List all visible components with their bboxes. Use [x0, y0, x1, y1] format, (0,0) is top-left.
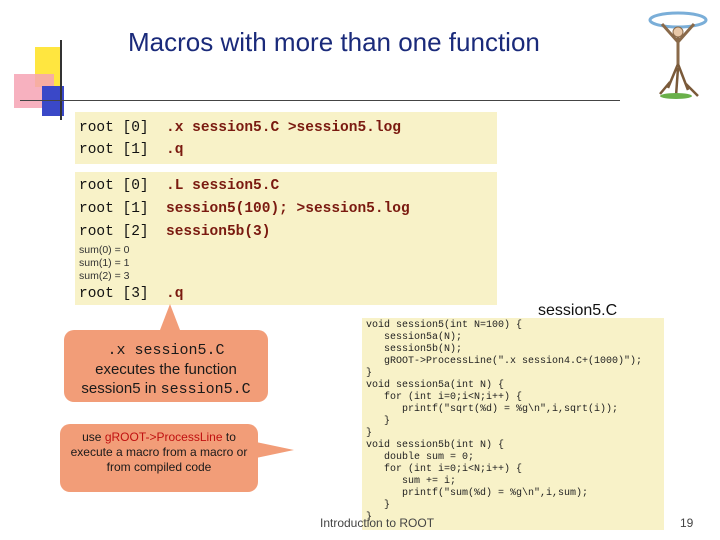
prompt: root [1]	[79, 142, 149, 158]
command: session5b(3)	[166, 224, 271, 240]
command: session5(100); >session5.log	[166, 201, 410, 217]
code-line: for (int i=0;i<N;i++) {	[366, 392, 523, 403]
code-line: gROOT->ProcessLine(".x session4.C+(1000)…	[366, 356, 643, 367]
prompt: root [1]	[79, 201, 149, 217]
callout-execute: .x session5.C executes the function sess…	[64, 304, 268, 402]
callout-text: executes the function	[95, 361, 237, 378]
output-line: sum(2) = 3	[79, 270, 130, 282]
code-listing: void session5(int N=100) { session5a(N);…	[362, 318, 664, 530]
command: .L session5.C	[166, 178, 280, 194]
code-line: void session5a(int N) {	[366, 380, 505, 391]
code-line: void session5(int N=100) {	[366, 320, 523, 331]
prompt: root [2]	[79, 224, 149, 240]
page-number: 19	[680, 516, 694, 530]
codefile-label: session5.C	[538, 302, 618, 319]
decor-horizontal-line	[20, 100, 620, 101]
slide-title: Macros with more than one function	[128, 27, 540, 57]
code-line: for (int i=0;i<N;i++) {	[366, 464, 523, 475]
command-box-2: root [0] .L session5.C root [1] session5…	[75, 172, 497, 305]
root-logo-icon	[648, 11, 708, 99]
prompt: root [0]	[79, 120, 149, 136]
command-line: root [3] .q	[79, 286, 183, 302]
callout-code: session5.C	[160, 381, 251, 398]
callout-text: to execute a macro from a macro or from …	[70, 430, 248, 474]
code-line: printf("sqrt(%d) = %g\n",i,sqrt(i));	[366, 404, 619, 415]
callout-code: gROOT->ProcessLine	[104, 430, 223, 444]
output-line: sum(1) = 1	[79, 257, 130, 269]
command: .x session5.C >session5.log	[166, 120, 401, 136]
code-line: }	[366, 416, 391, 427]
command: .q	[166, 142, 184, 158]
code-line: session5b(N);	[366, 344, 463, 355]
code-line: printf("sum(%d) = %g\n",i,sum);	[366, 488, 589, 499]
code-line: }	[366, 512, 373, 523]
code-line: void session5b(int N) {	[366, 440, 505, 451]
footer-text: Introduction to ROOT	[320, 516, 435, 530]
command-line: root [1] session5(100); >session5.log	[79, 201, 410, 217]
decor-vertical-line	[60, 40, 62, 120]
command-line: root [0] .L session5.C	[79, 178, 279, 194]
command: .q	[166, 286, 184, 302]
code-line: }	[366, 368, 373, 379]
command-line: root [2] session5b(3)	[79, 224, 270, 240]
code-line: double sum = 0;	[366, 452, 475, 463]
callout-text: session5 in	[81, 380, 157, 397]
code-line: }	[366, 428, 373, 439]
prompt: root [0]	[79, 178, 149, 194]
prompt: root [3]	[79, 286, 149, 302]
output-line: sum(0) = 0	[79, 244, 130, 256]
code-line: session5a(N);	[366, 332, 463, 343]
callout-text: use	[82, 430, 102, 444]
decor-blue-square	[42, 86, 64, 116]
command-line: root [0] .x session5.C >session5.log	[79, 120, 401, 136]
callout-code: .x session5.C	[107, 342, 225, 359]
command-box-1: root [0] .x session5.C >session5.log roo…	[75, 112, 497, 164]
callout-processline: use gROOT->ProcessLine to execute a macr…	[60, 424, 294, 492]
command-line: root [1] .q	[79, 142, 183, 158]
code-line: sum += i;	[366, 476, 457, 487]
code-line: }	[366, 500, 391, 511]
